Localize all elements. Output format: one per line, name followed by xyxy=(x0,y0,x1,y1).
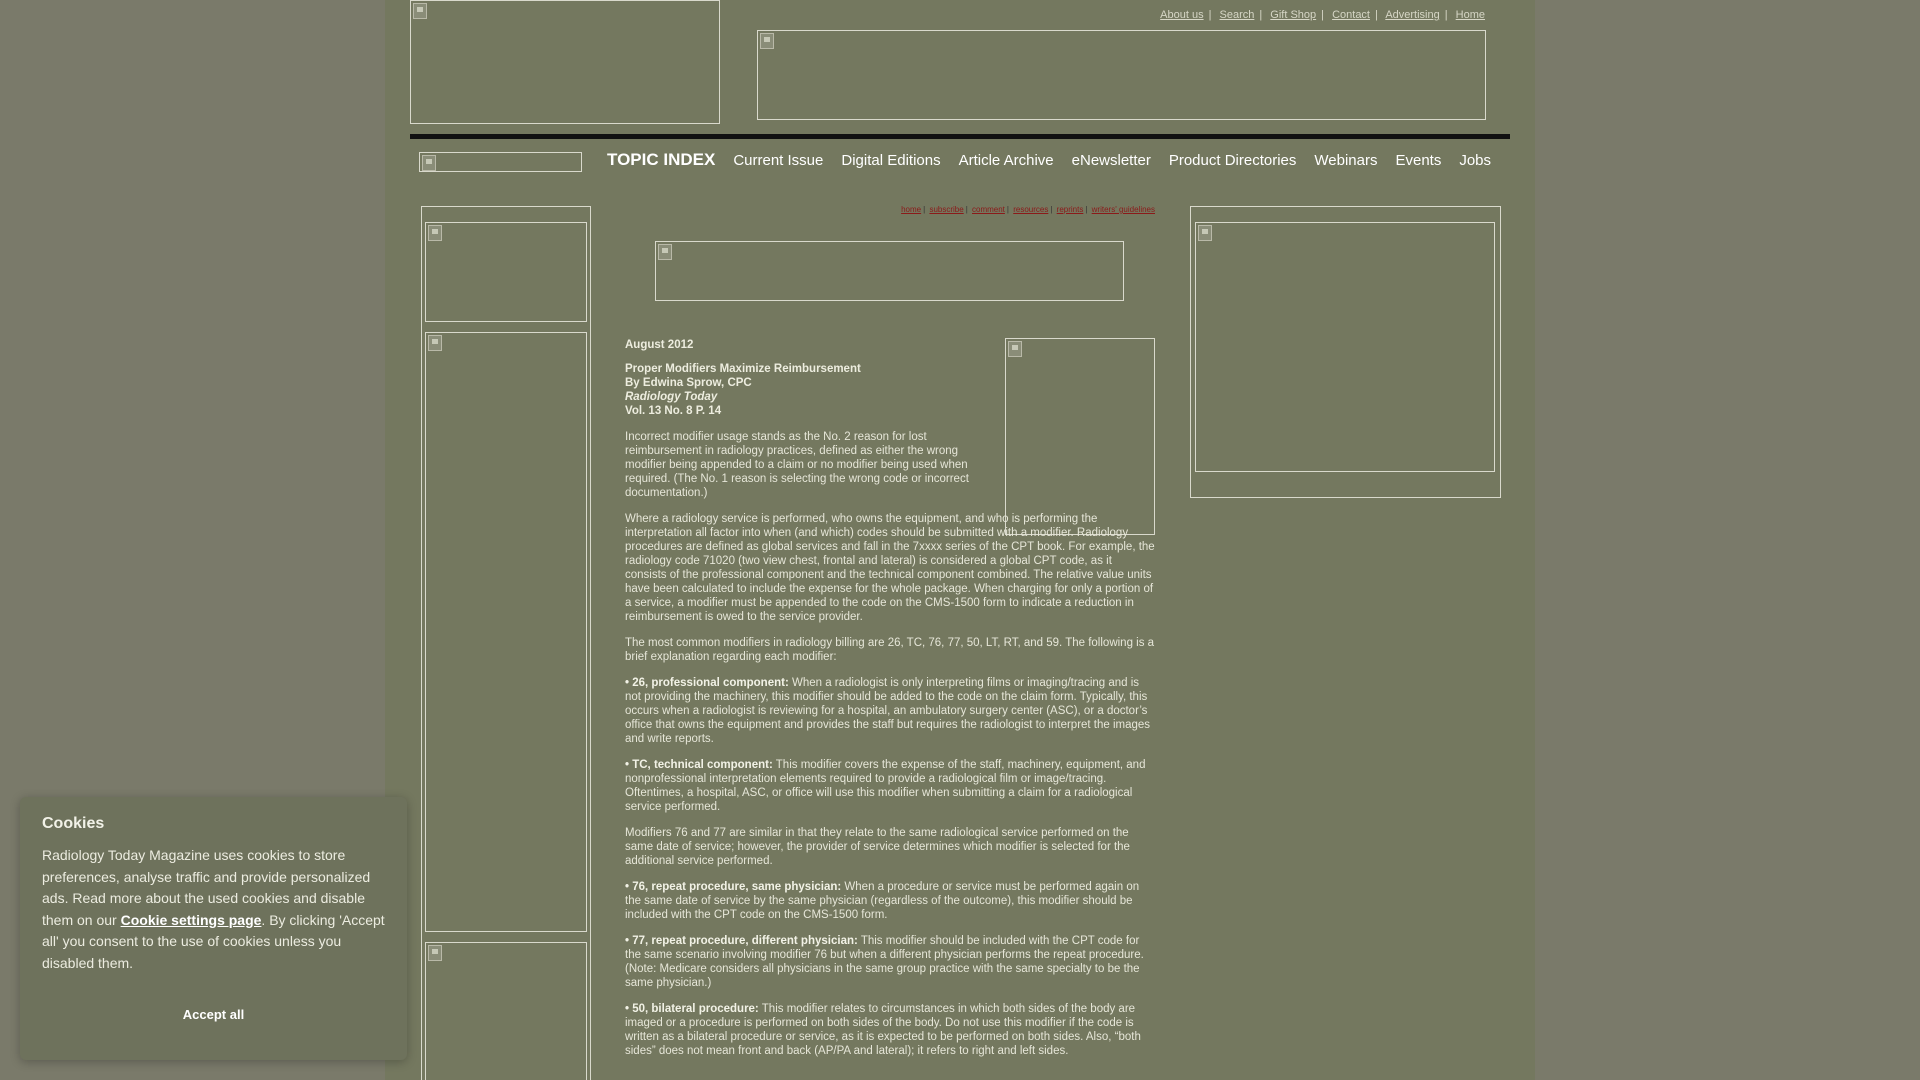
article-paragraph: Incorrect modifier usage stands as the N… xyxy=(625,431,969,499)
nav-current-issue[interactable]: Current Issue xyxy=(733,152,824,169)
bullet-text: This modifier covers the expense of the … xyxy=(625,759,1146,813)
left-ad-column xyxy=(421,206,591,1080)
right-ad-1[interactable] xyxy=(1195,222,1495,472)
site-logo-image[interactable] xyxy=(410,0,720,124)
cookie-text-after: . By clicking 'Accept all' you consent t… xyxy=(42,911,385,971)
broken-image-icon xyxy=(658,244,672,260)
nav-topic-index[interactable]: TOPIC INDEX xyxy=(607,150,716,169)
subnav-home[interactable]: home xyxy=(901,205,922,214)
left-ad-1[interactable] xyxy=(425,222,587,322)
accept-all-button[interactable]: Accept all xyxy=(182,1007,245,1022)
nav-jobs[interactable]: Jobs xyxy=(1459,152,1492,169)
nav-logo-image[interactable] xyxy=(419,152,582,172)
left-ad-3[interactable] xyxy=(425,942,587,1080)
home-link[interactable]: Home xyxy=(1455,9,1485,21)
article-cover-image[interactable] xyxy=(1005,338,1155,535)
nav-webinars[interactable]: Webinars xyxy=(1314,152,1378,169)
bullet-heading: • 26, professional component: xyxy=(625,677,789,689)
nav-article-archive[interactable]: Article Archive xyxy=(958,152,1054,169)
right-ad-column xyxy=(1190,206,1501,498)
subnav-resources[interactable]: resources xyxy=(1013,205,1049,214)
article-title: Proper Modifiers Maximize Reimbursement xyxy=(625,363,861,375)
article-bullet: • 26, professional component: When a rad… xyxy=(625,676,1155,746)
bullet-heading: • 76, repeat procedure, same physician: xyxy=(625,881,842,893)
broken-image-icon xyxy=(413,3,427,19)
article-bullet: • TC, technical component: This modifier… xyxy=(625,758,1155,814)
broken-image-icon xyxy=(428,945,442,961)
subnav-subscribe[interactable]: subscribe xyxy=(929,205,964,214)
cookie-message: Radiology Today Magazine uses cookies to… xyxy=(42,845,385,974)
broken-image-icon xyxy=(760,33,774,49)
nav-events[interactable]: Events xyxy=(1395,152,1442,169)
bullet-heading: • 50, bilateral procedure: xyxy=(625,1003,759,1015)
article-paragraph: Where a radiology service is performed, … xyxy=(625,513,1155,623)
broken-image-icon xyxy=(422,155,436,171)
article-paragraph: Modifiers 76 and 77 are similar in that … xyxy=(625,827,1130,867)
broken-image-icon xyxy=(1198,225,1212,241)
broken-image-icon xyxy=(428,335,442,351)
content-banner-ad[interactable] xyxy=(655,241,1124,301)
left-ad-2[interactable] xyxy=(425,332,587,932)
gift-shop-link[interactable]: Gift Shop xyxy=(1270,9,1317,21)
article-paragraph: The most common modifiers in radiology b… xyxy=(625,637,1155,663)
bullet-text: This modifier should be included with th… xyxy=(625,935,1144,989)
article-byline: By Edwina Sprow, CPC xyxy=(625,377,752,389)
bullet-text: This modifier relates to circumstances i… xyxy=(625,1003,1141,1057)
article-bullet: • 77, repeat procedure, different physic… xyxy=(625,934,1155,990)
top-utility-links: About us| Search| Gift Shop| Contact| Ad… xyxy=(1160,9,1485,21)
header-divider xyxy=(410,134,1510,139)
main-navigation: TOPIC INDEX Current Issue Digital Editio… xyxy=(607,150,1509,172)
cookie-consent-dialog: Cookies Radiology Today Magazine uses co… xyxy=(20,797,407,1060)
article-volume: Vol. 13 No. 8 P. 14 xyxy=(625,405,722,417)
cookie-title: Cookies xyxy=(42,815,105,832)
subnav-writers-guidelines[interactable]: writers' guidelines xyxy=(1091,205,1155,214)
article-bullet: • 50, bilateral procedure: This modifier… xyxy=(625,1002,1155,1058)
article-subnav: home| subscribe| comment| resources| rep… xyxy=(901,205,1155,214)
bullet-text: When a procedure or service must be perf… xyxy=(625,881,1140,921)
contact-link[interactable]: Contact xyxy=(1332,9,1370,21)
advertising-link[interactable]: Advertising xyxy=(1385,9,1440,21)
about-us-link[interactable]: About us xyxy=(1160,9,1204,21)
article-date: August 2012 xyxy=(625,339,694,351)
bullet-heading: • TC, technical component: xyxy=(625,759,773,771)
bullet-text: When a radiologist is only interpreting … xyxy=(625,677,1151,745)
cookie-text-before: Radiology Today Magazine uses cookies to… xyxy=(42,847,371,928)
page-container: About us| Search| Gift Shop| Contact| Ad… xyxy=(385,0,1535,1080)
nav-product-directories[interactable]: Product Directories xyxy=(1168,152,1297,169)
article-publication: Radiology Today xyxy=(625,391,718,403)
subnav-reprints[interactable]: reprints xyxy=(1056,205,1084,214)
header-banner-ad[interactable] xyxy=(757,30,1486,120)
broken-image-icon xyxy=(1008,341,1022,357)
broken-image-icon xyxy=(428,225,442,241)
bullet-heading: • 77, repeat procedure, different physic… xyxy=(625,935,858,947)
article-body: August 2012 Proper Modifiers Maximize Re… xyxy=(625,338,1155,1070)
subnav-comment[interactable]: comment xyxy=(972,205,1005,214)
nav-enewsletter[interactable]: eNewsletter xyxy=(1071,152,1151,169)
article-bullet: • 76, repeat procedure, same physician: … xyxy=(625,880,1155,922)
cookie-settings-link[interactable]: Cookie settings page xyxy=(120,911,262,928)
search-link[interactable]: Search xyxy=(1219,9,1255,21)
nav-digital-editions[interactable]: Digital Editions xyxy=(841,152,941,169)
